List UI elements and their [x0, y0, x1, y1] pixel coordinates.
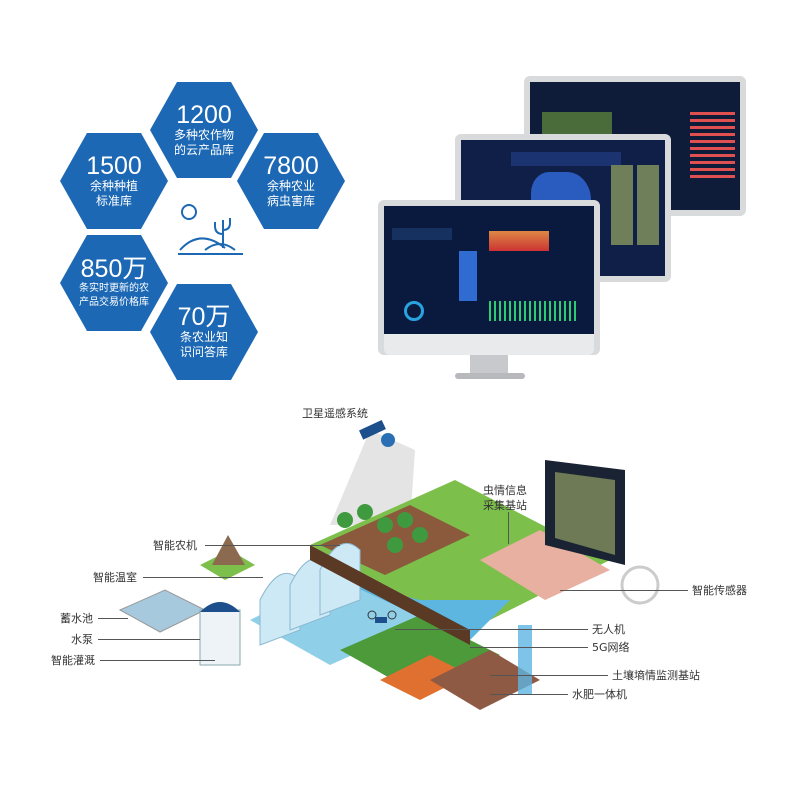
label-greenhouse: 智能温室 [93, 571, 137, 584]
label-pump: 水泵 [71, 633, 93, 646]
leader-line [490, 675, 608, 676]
label-satellite: 卫星遥感系统 [302, 407, 368, 420]
stat-hex-pests: 7800 余种农业 病虫害库 [237, 133, 345, 229]
label-reservoir: 蓄水池 [60, 612, 93, 625]
monitor-front [378, 200, 600, 355]
leader-line [470, 647, 588, 648]
stat-label: 余种种植 [89, 179, 138, 193]
label-sensor: 智能传感器 [692, 584, 747, 597]
label-soil-station: 土壤墒情监测基站 [612, 669, 700, 682]
leader-line [395, 629, 588, 630]
stat-label: 病虫害库 [266, 194, 315, 208]
stat-hex-standards: 1500 余种种植 标准库 [60, 133, 168, 229]
sensor-ring-icon [620, 565, 660, 605]
stat-hex-crops: 1200 多种农作物 的云产品库 [150, 82, 258, 178]
stat-number: 70万 [177, 303, 231, 331]
leader-line [560, 590, 688, 591]
leader-line [143, 577, 263, 578]
water-tower-icon [518, 625, 532, 695]
leader-line [100, 660, 215, 661]
label-pest-station-1: 虫情信息 [483, 484, 527, 497]
label-drone: 无人机 [592, 623, 625, 636]
leader-line [98, 618, 128, 619]
big-screen-icon [545, 460, 625, 565]
desert-cactus-icon [178, 204, 243, 255]
stat-label: 识问答库 [179, 345, 228, 359]
mountain-tile-icon [200, 535, 255, 580]
smart-farm-illustration [118, 419, 660, 710]
stat-label: 标准库 [95, 194, 132, 208]
stat-number: 850万 [80, 255, 148, 283]
leader-line [490, 694, 568, 695]
label-machinery: 智能农机 [153, 539, 197, 552]
monitor-base [455, 373, 525, 379]
dashboard-screen [384, 206, 594, 334]
stat-number: 7800 [263, 152, 319, 180]
leader-line [98, 639, 200, 640]
stat-number: 1500 [86, 152, 142, 180]
stat-label: 多种农作物 [173, 128, 234, 142]
stat-number: 1200 [176, 101, 232, 129]
label-irrigation: 智能灌溉 [51, 654, 95, 667]
stat-hex-qa: 70万 条农业知 识问答库 [150, 284, 258, 380]
reservoir-icon [118, 589, 207, 633]
drone-icon [367, 610, 397, 623]
stat-label: 余种农业 [266, 179, 315, 193]
stat-label: 产品交易价格库 [79, 297, 149, 308]
leader-line [205, 545, 340, 546]
stat-label: 条实时更新的农 [79, 283, 149, 294]
monitor-stand [470, 355, 508, 375]
stat-hex-prices: 850万 条实时更新的农 产品交易价格库 [60, 235, 168, 331]
label-pest-station-2: 采集基站 [483, 499, 527, 512]
label-network: 5G网络 [592, 641, 630, 654]
satellite-icon [359, 419, 395, 447]
stat-label: 的云产品库 [173, 143, 234, 157]
stat-label: 条农业知 [179, 330, 228, 344]
leader-line [508, 512, 509, 544]
label-fertigation: 水肥一体机 [572, 688, 627, 701]
pump-house-icon [199, 602, 241, 666]
